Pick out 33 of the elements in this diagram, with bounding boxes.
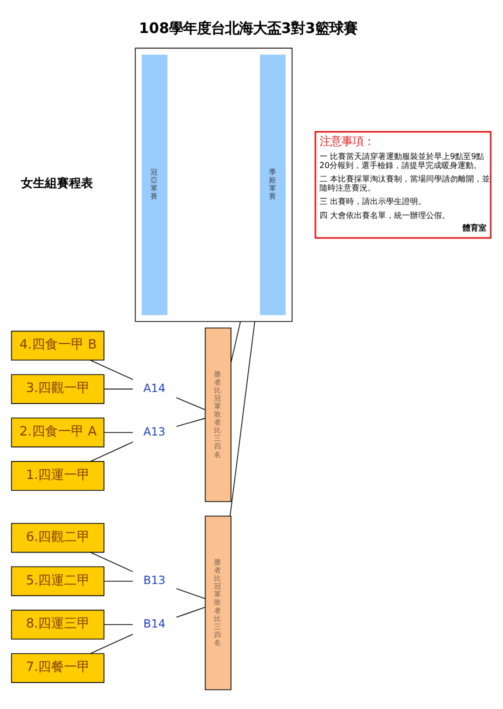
node-box: 冠亞軍賽: [142, 54, 168, 316]
connector: [104, 432, 134, 433]
node-box: 8.四運三甲: [11, 610, 104, 640]
node-box: 7.四餐一甲: [11, 653, 104, 683]
node-box: 3.四觀一甲: [11, 374, 104, 404]
node-box: 5.四運二甲: [11, 566, 104, 596]
node-text: B14: [143, 618, 166, 631]
node-text: B13: [143, 574, 166, 588]
node-box: 4.四食一甲 B: [11, 330, 104, 361]
connector: [176, 606, 206, 618]
node-box: 季殿軍賽: [260, 54, 286, 316]
connector: [90, 634, 134, 654]
connector: [230, 321, 241, 363]
connector: [176, 418, 206, 427]
node-text: A13: [143, 425, 166, 438]
connector: [90, 552, 134, 572]
node-text: A14: [143, 382, 166, 396]
connector: [104, 580, 134, 582]
cluster: [134, 48, 292, 322]
connector: [90, 442, 134, 462]
node-box: 6.四觀二甲: [11, 522, 104, 553]
connector: [230, 321, 256, 516]
connector: [104, 624, 134, 626]
diagram-title: 108學年度台北海大盃3對3籃球賽: [138, 21, 358, 38]
connector: [176, 588, 206, 600]
connector: [176, 397, 206, 410]
node-box: 勝者比冠軍敗者比三四名: [204, 328, 232, 502]
node-box: 1.四運一甲: [11, 461, 104, 491]
node-box: 2.四食一甲 A: [11, 418, 104, 448]
label: 女生組賽程表: [21, 176, 94, 190]
connector: [90, 360, 134, 380]
node-box: 勝者比冠軍敗者比三四名: [204, 516, 232, 690]
connector: [104, 388, 134, 390]
